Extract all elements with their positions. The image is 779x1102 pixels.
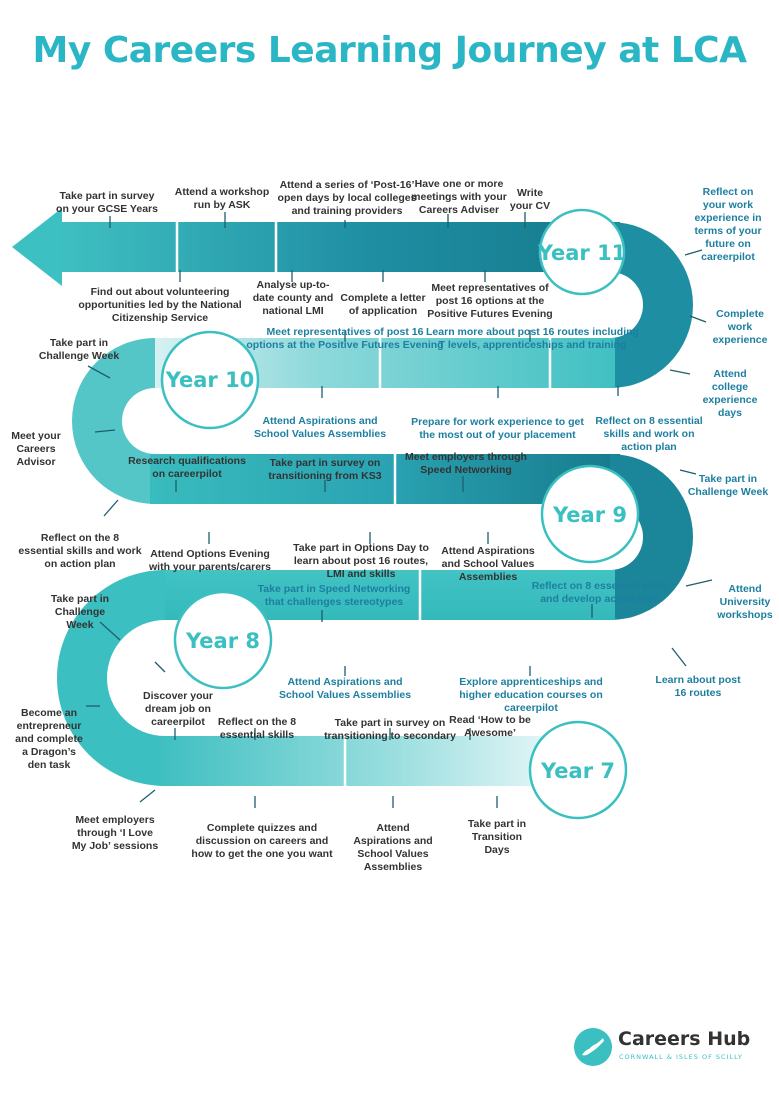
label-challenge-week-y10: Take part in Challenge Week	[38, 337, 120, 362]
label-complete-work-exp: Complete work experience	[712, 308, 768, 346]
label-options-day: Take part in Options Day to learn about …	[293, 542, 429, 580]
label-analyse-lmi: Analyse up-to- date county and national …	[252, 279, 334, 317]
label-how-to-be-awesome: Read ‘How to be Awesome’	[449, 714, 531, 739]
road-dividers	[175, 222, 552, 786]
label-survey-ks3: Take part in survey on transitioning fro…	[268, 457, 382, 482]
label-love-my-job: Meet employers through ‘I Love My Job’ s…	[71, 814, 159, 852]
label-meetings-adviser: Have one or more meetings with your Care…	[411, 178, 507, 216]
year-circle-y10: Year 10	[160, 330, 260, 430]
year-label-y9: Year 9	[552, 503, 627, 527]
label-aspirations-y8: Attend Aspirations and School Values Ass…	[278, 676, 412, 701]
road-bend-left-2	[57, 570, 165, 786]
year-circle-y7: Year 7	[528, 720, 628, 820]
label-discover-dream-job: Discover your dream job on careerpilot	[142, 690, 214, 728]
label-workshop-ask: Attend a workshop run by ASK	[174, 186, 270, 211]
label-aspirations-y10: Attend Aspirations and School Values Ass…	[253, 415, 387, 440]
year-label-y10: Year 10	[165, 368, 255, 392]
careers-hub-logo: Careers Hub CORNWALL & ISLES OF SCILLY	[572, 1026, 762, 1070]
label-post16-open-days: Attend a series of ‘Post-16’ open days b…	[277, 179, 417, 217]
label-options-evening: Attend Options Evening with your parents…	[149, 548, 271, 573]
label-challenge-week-y9: Take part in Challenge Week	[687, 473, 769, 498]
label-prepare-work-exp: Prepare for work experience to get the m…	[411, 416, 584, 441]
label-reflect-work-exp: Reflect on your work experience in terms…	[694, 186, 762, 263]
logo-subtitle: CORNWALL & ISLES OF SCILLY	[619, 1053, 743, 1061]
label-learn-post16-routes: Learn about post 16 routes	[655, 674, 741, 699]
year-label-y8: Year 8	[185, 629, 260, 653]
label-college-exp-days: Attend college experience days	[702, 368, 758, 419]
road-year11	[60, 222, 620, 272]
road-segments	[12, 208, 693, 786]
label-speed-networking-y8: Take part in Speed Networking that chall…	[257, 583, 411, 608]
road-bend-right-1	[610, 222, 693, 388]
label-volunteering: Find out about volunteering opportunitie…	[78, 286, 242, 324]
label-meet-reps-y11: Meet representatives of post 16 options …	[427, 282, 553, 320]
label-aspirations-y9: Attend Aspirations and School Values Ass…	[441, 545, 535, 583]
label-research-quals: Research qualifications on careerpilot	[128, 455, 246, 480]
label-transition-days: Take part in Transition Days	[467, 818, 527, 856]
year-label-y11: Year 11	[537, 241, 627, 265]
label-entrepreneur: Become an entrepreneur and complete a Dr…	[15, 707, 83, 771]
label-university-workshops: Attend University workshops	[717, 583, 773, 621]
cornwall-map-icon	[574, 1028, 612, 1066]
label-learn-post16: Learn more about post 16 routes includin…	[426, 326, 639, 351]
label-reflect-y10: Reflect on 8 essential skills and work o…	[595, 415, 703, 453]
year-circle-y11: Year 11	[537, 208, 627, 296]
label-explore-apprenticeships: Explore apprenticeships and higher educa…	[459, 676, 603, 714]
label-letter-application: Complete a letter of application	[340, 292, 426, 317]
year-label-y7: Year 7	[540, 759, 615, 783]
logo-name: Careers Hub	[618, 1028, 751, 1050]
road-year7	[160, 736, 560, 786]
label-reflect-y9-left: Reflect on the 8 essential skills and wo…	[18, 532, 142, 570]
label-challenge-week-y8: Take part in Challenge Week	[50, 593, 110, 631]
year-circle-y9: Year 9	[540, 464, 640, 564]
connector-ticks	[86, 212, 713, 808]
label-reflect-y8: Reflect on the 8 essential skills	[217, 716, 297, 741]
road-bend-left-1	[72, 338, 155, 504]
label-meet-reps-y10: Meet representatives of post 16 options …	[246, 326, 444, 351]
road-arrow-head	[12, 208, 62, 286]
label-aspirations-y7: Attend Aspirations and School Values Ass…	[353, 822, 433, 873]
page-title: My Careers Learning Journey at LCA	[32, 30, 747, 71]
label-speed-networking-y9: Meet employers through Speed Networking	[405, 451, 527, 476]
year-circle-y8: Year 8	[173, 590, 273, 690]
label-meet-careers-advisor: Meet your Careers Advisor	[11, 430, 61, 468]
road-year9	[150, 454, 620, 504]
label-write-cv: Write your CV	[509, 187, 551, 212]
label-reflect-y9-right: Reflect on 8 essential skills and develo…	[531, 580, 669, 605]
label-quizzes: Complete quizzes and discussion on caree…	[191, 822, 333, 860]
label-survey-gcse: Take part in survey on your GCSE Years	[56, 190, 158, 215]
label-survey-secondary: Take part in survey on transitioning to …	[324, 717, 456, 742]
